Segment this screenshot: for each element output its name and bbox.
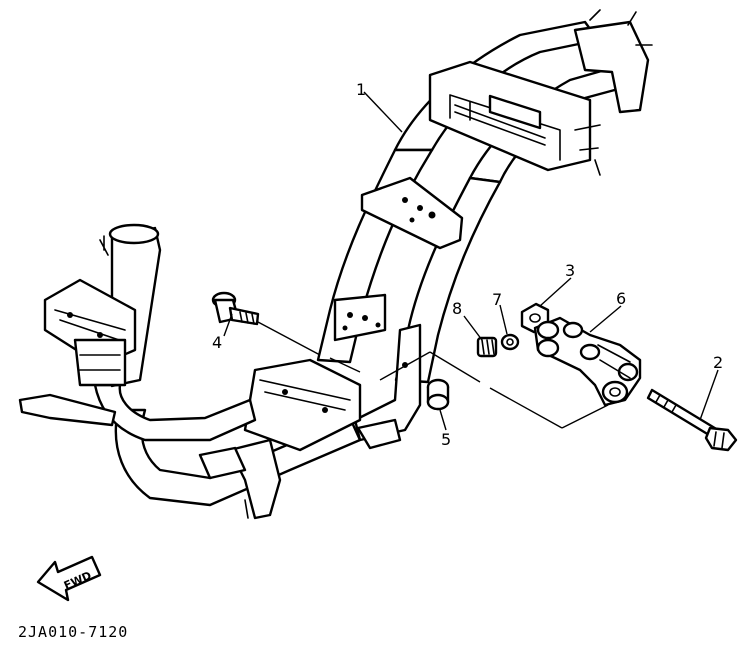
bolt-short[interactable] <box>211 291 260 326</box>
callout-8: 8 <box>452 299 462 318</box>
spring[interactable] <box>476 336 498 358</box>
bushing[interactable] <box>500 333 520 351</box>
fwd-arrow-icon: FWD <box>36 555 102 602</box>
collar[interactable] <box>426 378 450 411</box>
leader-lines <box>223 91 719 431</box>
callout-7: 7 <box>492 290 502 309</box>
diagram-code: 2JA010-7120 <box>18 623 128 641</box>
callout-4: 4 <box>212 333 222 352</box>
callout-1: 1 <box>356 80 366 99</box>
callout-labels: 1 2 3 4 5 6 7 8 <box>212 80 723 449</box>
callout-2: 2 <box>713 353 723 372</box>
engine-bracket[interactable] <box>533 316 642 407</box>
callout-6: 6 <box>616 289 626 308</box>
callout-3: 3 <box>565 261 575 280</box>
callout-5: 5 <box>441 430 451 449</box>
bolt-long[interactable] <box>646 388 738 452</box>
frame-assembly[interactable] <box>18 9 653 520</box>
